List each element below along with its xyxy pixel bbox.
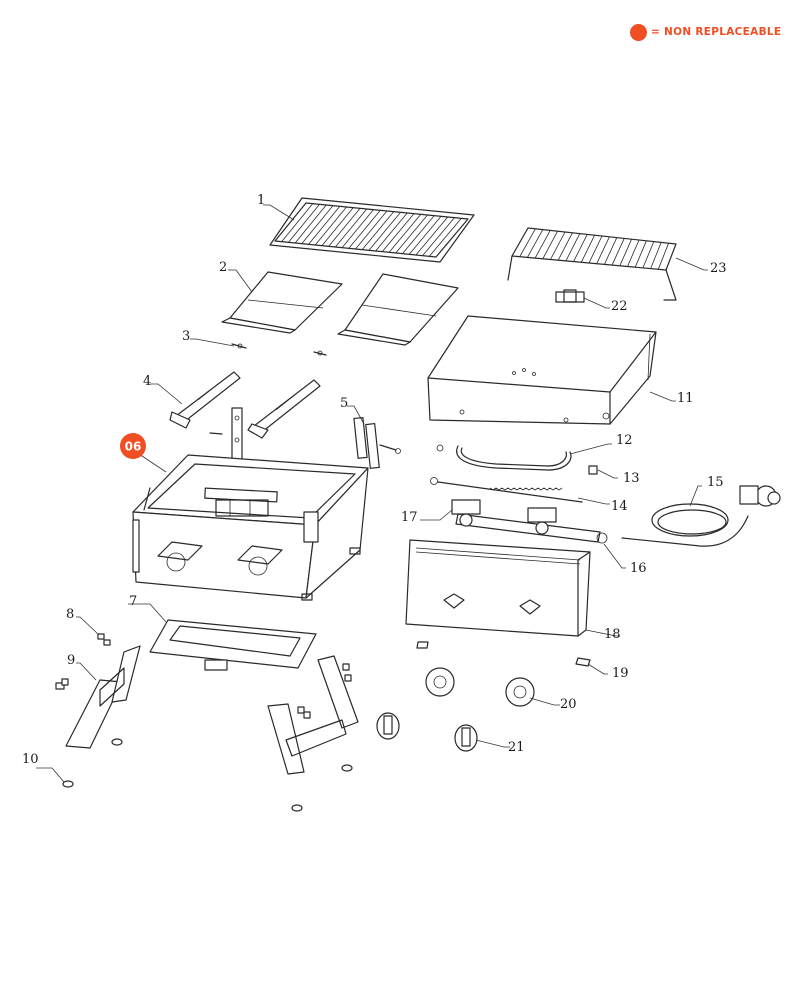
leg-left <box>55 645 141 749</box>
label-part-23: 23 <box>710 261 727 276</box>
legend: = NON REPLACEABLE <box>630 23 781 41</box>
label-part-1: 1 <box>257 193 265 208</box>
label-part-15: 15 <box>707 475 724 490</box>
knob-bezels <box>425 667 535 707</box>
warming-rack <box>507 227 677 301</box>
warming-rack-bracket <box>555 289 585 303</box>
label-part-11: 11 <box>677 391 694 406</box>
label-part-4: 4 <box>143 374 151 389</box>
cooking-grate <box>269 197 475 263</box>
label-part-17: 17 <box>401 510 418 525</box>
side-brackets-5 <box>353 416 401 469</box>
label-part-18: 18 <box>604 627 621 642</box>
panel-clip <box>416 641 591 667</box>
leader-lines <box>36 204 708 783</box>
heat-tent-right <box>337 273 459 346</box>
label-part-7: 7 <box>129 594 137 609</box>
lid <box>427 315 657 425</box>
part-13-nut <box>588 465 598 475</box>
igniter-rod <box>430 477 583 503</box>
bolts-8 <box>97 633 111 646</box>
label-part-8: 8 <box>66 607 74 622</box>
control-panel <box>405 539 591 637</box>
part-labels: 1 2 3 4 5 7 8 9 10 11 12 13 14 15 16 17 … <box>22 193 727 767</box>
label-part-21: 21 <box>508 740 525 755</box>
lid-handle <box>436 444 572 471</box>
label-part-22: 22 <box>611 299 628 314</box>
label-part-9: 9 <box>67 653 75 668</box>
label-part-10: 10 <box>22 752 39 767</box>
label-part-3: 3 <box>182 329 190 344</box>
burner-tube-right <box>247 379 321 439</box>
burner-tube-left <box>169 371 241 429</box>
screws-3 <box>231 343 327 356</box>
rubber-feet <box>62 738 353 812</box>
burner-bracket <box>209 407 243 463</box>
label-part-16: 16 <box>630 561 647 576</box>
heat-tent-left <box>221 271 343 334</box>
non-replaceable-marker <box>630 23 647 41</box>
svg-text:06: 06 <box>125 440 142 454</box>
valves <box>451 499 557 535</box>
legend-text: = NON REPLACEABLE <box>651 26 782 38</box>
label-part-20: 20 <box>560 697 577 712</box>
hose-regulator <box>621 485 781 547</box>
label-part-19: 19 <box>612 666 629 681</box>
control-knobs <box>376 712 478 752</box>
label-part-5: 5 <box>340 396 348 411</box>
firebox <box>132 454 369 601</box>
gas-manifold <box>455 513 608 544</box>
non-replaceable-badge: 06 <box>120 433 167 473</box>
grease-tray <box>149 619 317 671</box>
leg-right <box>267 655 359 775</box>
label-part-14: 14 <box>611 499 628 514</box>
label-part-13: 13 <box>623 471 640 486</box>
label-part-2: 2 <box>219 260 227 275</box>
label-part-12: 12 <box>616 433 633 448</box>
